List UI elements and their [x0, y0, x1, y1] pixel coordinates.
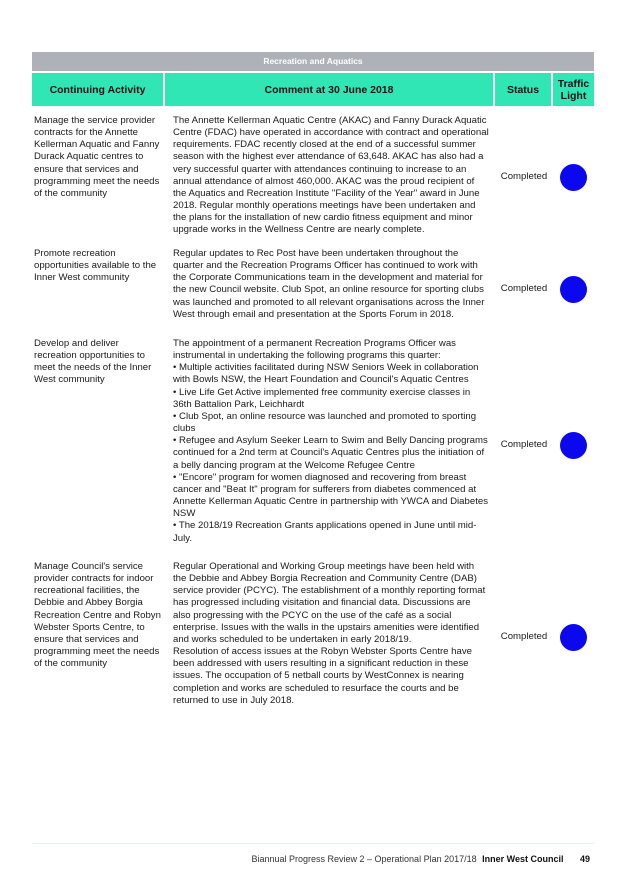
status-cell: Completed	[500, 630, 548, 642]
section-title: Recreation and Aquatics	[32, 52, 594, 71]
status-cell: Completed	[500, 282, 548, 294]
comment-cell: The appointment of a permanent Recreatio…	[165, 334, 495, 557]
comment-paragraph: Resolution of access issues at the Robyn…	[173, 646, 472, 706]
status-cell: Completed	[500, 439, 548, 451]
activity-cell: Develop and deliver recreation opportuni…	[34, 338, 152, 386]
traffic-light-icon	[560, 275, 587, 303]
footer-text: Biannual Progress Review 2 – Operational…	[251, 854, 590, 864]
header-activity: Continuing Activity	[32, 73, 165, 106]
header-traffic-line2: Light	[560, 89, 587, 102]
footer-org: Inner West Council	[482, 854, 564, 864]
comment-bullet: • Club Spot, an online resource was laun…	[173, 410, 477, 435]
traffic-light-cell	[553, 244, 594, 334]
comment-paragraph: Regular Operational and Working Group me…	[173, 561, 486, 645]
header-traffic-line1: Traffic	[557, 77, 590, 90]
table-row: Manage Council's service provider contra…	[32, 557, 594, 717]
traffic-light-icon	[560, 164, 587, 191]
comment-bullet: • Multiple activities facilitated during…	[173, 362, 479, 386]
table-row: Promote recreation opportunities availab…	[32, 244, 594, 334]
traffic-light-cell	[553, 334, 594, 557]
header-status: Status	[495, 73, 553, 106]
traffic-light-icon	[560, 432, 587, 459]
comment-cell: The Annette Kellerman Aquatic Centre (AK…	[165, 111, 495, 244]
comment-bullet: • Live Life Get Active implemented free …	[173, 386, 471, 410]
comment-cell: Regular Operational and Working Group me…	[165, 557, 495, 717]
traffic-light-cell	[553, 557, 594, 717]
footer-doc-title: Biannual Progress Review 2 – Operational…	[251, 854, 477, 864]
comment-paragraph: Regular updates to Rec Post have been un…	[173, 248, 485, 320]
comment-paragraph: The Annette Kellerman Aquatic Centre (AK…	[173, 115, 489, 236]
page-number: 49	[579, 854, 590, 864]
activity-cell: Manage Council's service provider contra…	[34, 561, 161, 670]
header-comment: Comment at 30 June 2018	[165, 73, 495, 106]
traffic-light-cell	[553, 111, 594, 244]
page-footer: Biannual Progress Review 2 – Operational…	[32, 843, 594, 864]
table-row: Manage the service provider contracts fo…	[32, 111, 594, 244]
comment-bullet: • "Encore" program for women diagnosed a…	[173, 471, 488, 520]
activity-cell: Promote recreation opportunities availab…	[34, 248, 157, 284]
report-table: Recreation and Aquatics Continuing Activ…	[32, 52, 594, 717]
comment-paragraph: The appointment of a permanent Recreatio…	[173, 338, 456, 362]
activity-cell: Manage the service provider contracts fo…	[34, 115, 160, 199]
status-cell: Completed	[500, 171, 548, 183]
comment-bullet: • The 2018/19 Recreation Grants applicat…	[173, 520, 477, 544]
comment-cell: Regular updates to Rec Post have been un…	[165, 244, 495, 334]
traffic-light-icon	[560, 623, 587, 651]
comment-bullet: • Refugee and Asylum Seeker Learn to Swi…	[173, 435, 488, 471]
table-header: Continuing Activity Comment at 30 June 2…	[32, 71, 594, 106]
table-row: Develop and deliver recreation opportuni…	[32, 334, 594, 557]
